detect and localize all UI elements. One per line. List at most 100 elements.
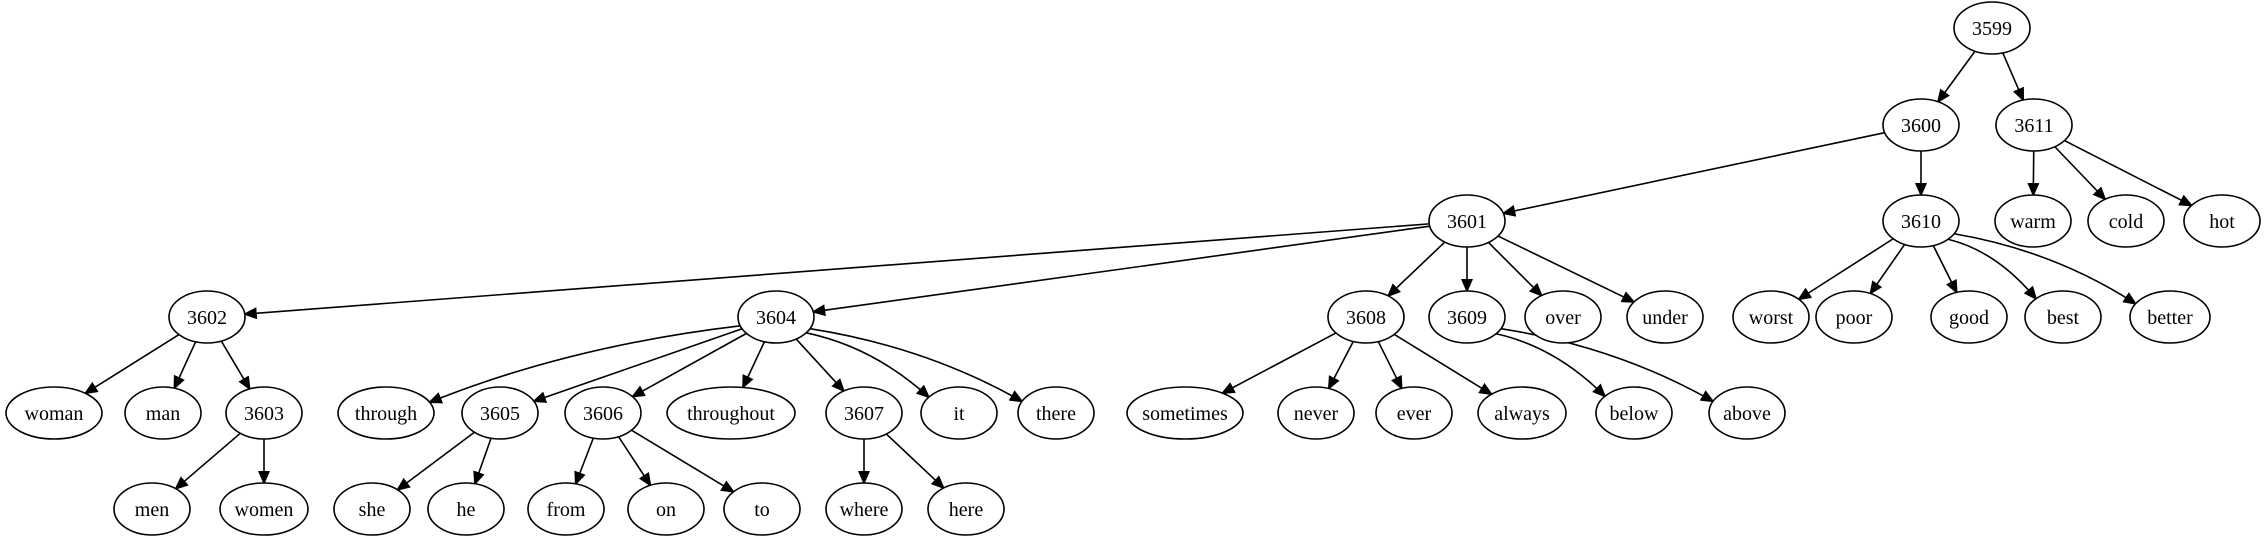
edge-3611-to-hot xyxy=(2064,139,2194,207)
edge-3608-to-always xyxy=(1393,333,1494,396)
node-label: men xyxy=(135,499,169,521)
node-worst: worst xyxy=(1732,290,1810,344)
edge-3604-to-3606 xyxy=(630,332,747,398)
node-ellipse xyxy=(2024,290,2102,344)
node-label: 3600 xyxy=(1901,115,1941,137)
node-label: from xyxy=(547,499,586,521)
node-label: best xyxy=(2047,307,2080,329)
edge-3606-to-on xyxy=(617,436,652,487)
node-label: 3603 xyxy=(244,403,284,425)
node-from: from xyxy=(527,482,605,536)
node-label: 3608 xyxy=(1346,307,1386,329)
node-ellipse xyxy=(1882,194,1960,248)
node-ellipse xyxy=(1930,290,2008,344)
node-ellipse xyxy=(2087,194,2165,248)
edge-3605-to-she xyxy=(396,431,475,491)
node-3604: 3604 xyxy=(737,290,815,344)
node-ellipse xyxy=(168,290,246,344)
edges-layer xyxy=(83,50,2194,493)
edge-3604-to-3605 xyxy=(531,328,743,403)
node-under: under xyxy=(1626,290,1704,344)
node-ellipse xyxy=(723,482,801,536)
edge-3610-to-poor xyxy=(1869,244,1906,296)
node-label: here xyxy=(949,499,984,521)
node-throughout: throughout xyxy=(666,386,796,440)
node-label: 3604 xyxy=(756,307,796,329)
edge-3601-to-3602 xyxy=(242,223,1430,320)
node-ellipse xyxy=(5,386,103,440)
node-ellipse xyxy=(737,290,815,344)
node-where: where xyxy=(825,482,903,536)
node-label: warm xyxy=(2010,211,2056,233)
node-label: hot xyxy=(2209,211,2235,233)
node-ellipse xyxy=(825,482,903,536)
node-he: he xyxy=(427,482,505,536)
node-ellipse xyxy=(564,386,642,440)
node-ellipse xyxy=(1126,386,1244,440)
node-ellipse xyxy=(2129,290,2211,344)
node-label: under xyxy=(1642,307,1688,329)
node-through: through xyxy=(337,386,435,440)
node-on: on xyxy=(627,482,705,536)
edge-3602-to-man xyxy=(173,341,197,391)
edge-3602-to-3603 xyxy=(220,340,251,391)
edge-3607-to-here xyxy=(885,433,946,490)
node-ellipse xyxy=(219,482,309,536)
edge-3606-to-to xyxy=(631,429,736,493)
node-label: 3611 xyxy=(2014,115,2053,137)
node-to: to xyxy=(723,482,801,536)
edge-3602-to-woman xyxy=(83,333,180,395)
node-ellipse xyxy=(1953,1,2031,55)
edge-3608-to-sometimes xyxy=(1220,332,1337,395)
edge-3606-to-from xyxy=(574,437,595,486)
node-3601: 3601 xyxy=(1428,194,1506,248)
node-label: she xyxy=(359,499,386,521)
node-label: never xyxy=(1294,403,1339,425)
node-ellipse xyxy=(920,386,998,440)
edge-3601-to-over xyxy=(1487,241,1543,297)
node-3605: 3605 xyxy=(461,386,539,440)
node-label: cold xyxy=(2109,211,2143,233)
node-women: women xyxy=(219,482,309,536)
node-ellipse xyxy=(1732,290,1810,344)
node-ellipse xyxy=(1626,290,1704,344)
node-label: it xyxy=(953,403,965,425)
node-ellipse xyxy=(1595,386,1673,440)
node-ellipse xyxy=(527,482,605,536)
edge-3610-to-better xyxy=(1953,232,2138,305)
node-label: 3602 xyxy=(187,307,227,329)
edge-3599-to-3611 xyxy=(2002,52,2025,102)
node-better: better xyxy=(2129,290,2211,344)
edge-3609-to-below xyxy=(1495,332,1607,398)
node-label: ever xyxy=(1397,403,1432,425)
node-label: above xyxy=(1723,403,1771,425)
node-ellipse xyxy=(1995,98,2073,152)
edge-3608-to-ever xyxy=(1377,341,1403,391)
node-label: on xyxy=(656,499,676,521)
edge-3610-to-best xyxy=(1947,238,2038,301)
node-label: over xyxy=(1545,307,1581,329)
node-ellipse xyxy=(337,386,435,440)
edge-3604-to-throughout xyxy=(742,341,766,390)
edge-3600-to-3601 xyxy=(1501,131,1885,217)
node-label: 3605 xyxy=(480,403,520,425)
edge-3610-to-good xyxy=(1932,245,1958,295)
edge-3610-to-worst xyxy=(1797,238,1894,301)
node-ellipse xyxy=(225,386,303,440)
node-3609: 3609 xyxy=(1428,290,1506,344)
node-men: men xyxy=(113,482,191,536)
node-ellipse xyxy=(1524,290,1602,344)
edge-3603-to-men xyxy=(174,432,241,490)
node-ellipse xyxy=(1477,386,1567,440)
node-above: above xyxy=(1708,386,1786,440)
node-she: she xyxy=(333,482,411,536)
node-label: 3609 xyxy=(1447,307,1487,329)
node-poor: poor xyxy=(1815,290,1893,344)
edge-3601-to-3608 xyxy=(1386,241,1446,298)
node-woman: woman xyxy=(5,386,103,440)
node-label: poor xyxy=(1836,307,1873,329)
node-label: better xyxy=(2147,307,2193,329)
node-ellipse xyxy=(1994,194,2072,248)
node-label: women xyxy=(235,499,294,521)
